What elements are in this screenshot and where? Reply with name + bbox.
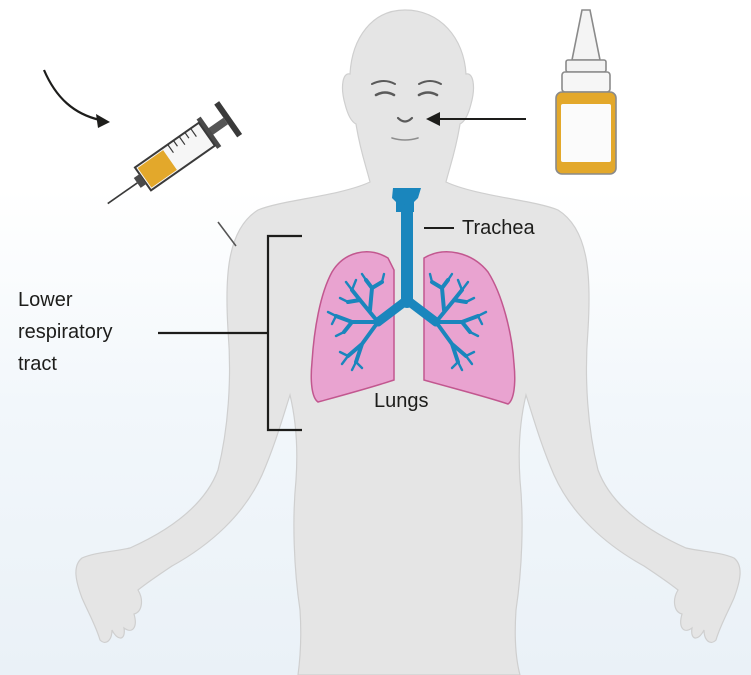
lower-tract-label-line3: tract	[18, 353, 57, 375]
syringe-arrowhead	[96, 114, 110, 128]
spray-collar	[566, 60, 606, 72]
lower-tract-label-line2: respiratory	[18, 321, 112, 343]
spray-cap	[562, 72, 610, 92]
trachea-label: Trachea	[462, 217, 536, 239]
spray-nozzle	[572, 10, 600, 60]
syringe-icon	[44, 70, 242, 246]
syringe-needle	[108, 183, 137, 204]
syringe-pointer-line	[218, 222, 236, 246]
body-silhouette	[76, 10, 740, 675]
spray-bottle-label	[561, 104, 611, 162]
syringe-curved-arrow	[44, 70, 100, 120]
lower-tract-label-line1: Lower	[18, 289, 73, 311]
lungs-label: Lungs	[374, 390, 429, 412]
human-body	[76, 10, 740, 675]
syringe-plunger-cap	[214, 101, 242, 137]
